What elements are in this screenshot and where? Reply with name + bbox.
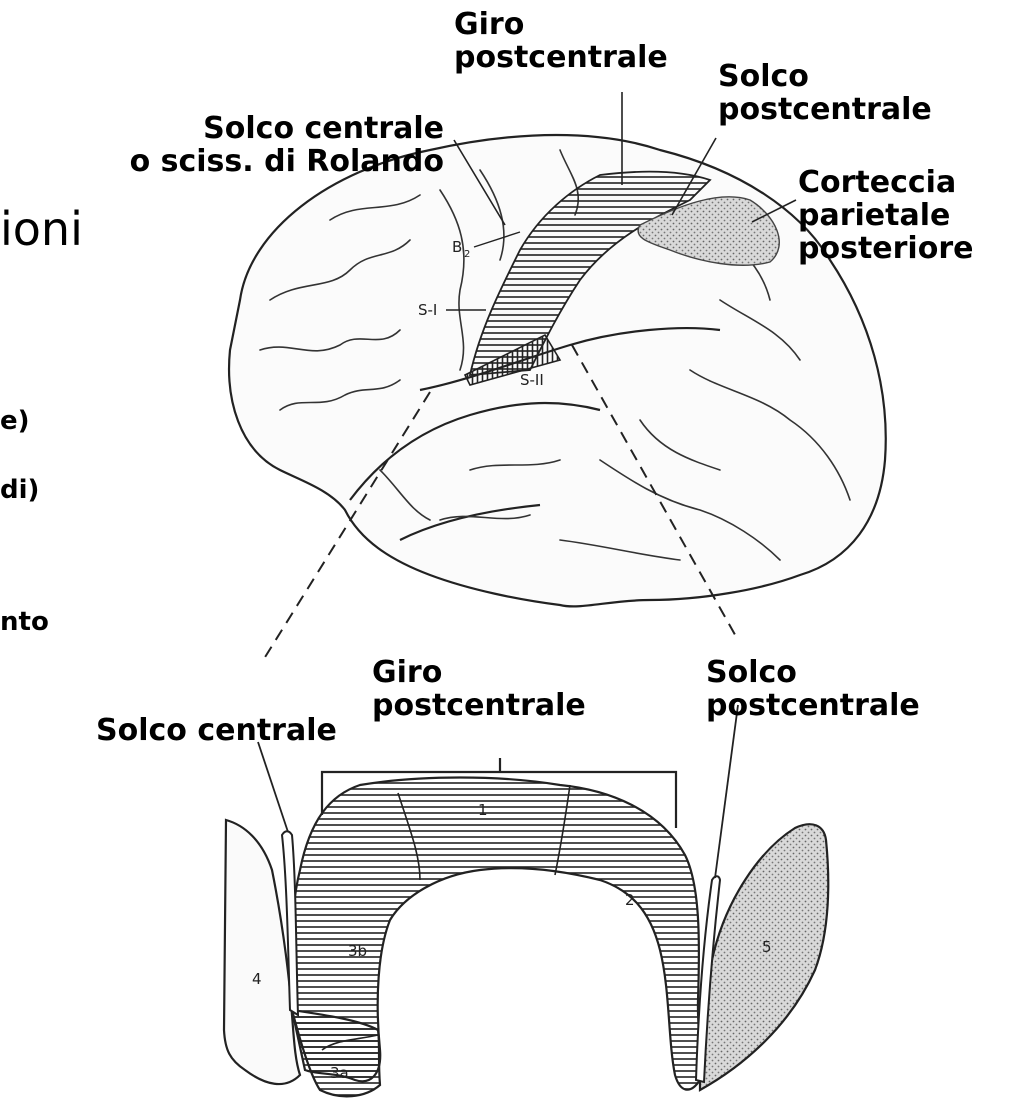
label-solco-postcentrale-bottom: Solco postcentrale: [706, 656, 920, 722]
label-area-4: 4: [252, 970, 262, 988]
section-area-5: [700, 824, 828, 1090]
label-area-2: 2: [625, 891, 635, 909]
label-giro-postcentrale-bottom: Giro postcentrale: [372, 656, 586, 722]
label-b2: B: [452, 238, 462, 256]
label-b2-sub: 2: [464, 249, 470, 260]
label-corteccia-parietale: Corteccia parietale posteriore: [798, 166, 973, 265]
label-solco-postcentrale-top: Solco postcentrale: [718, 60, 932, 126]
label-area-3b: 3b: [348, 942, 367, 960]
label-solco-centrale-bottom: Solco centrale: [96, 714, 337, 747]
label-area-3a: 3a: [330, 1064, 349, 1082]
label-area-5: 5: [762, 938, 772, 956]
label-solco-centrale-top: Solco centrale o sciss. di Rolando: [80, 112, 444, 178]
label-giro-postcentrale-top: Giro postcentrale: [454, 8, 668, 74]
label-s1: S-I: [418, 301, 437, 319]
label-s2: S-II: [520, 371, 544, 389]
label-area-1: 1: [478, 801, 488, 819]
cortical-cross-section: [224, 758, 828, 1096]
